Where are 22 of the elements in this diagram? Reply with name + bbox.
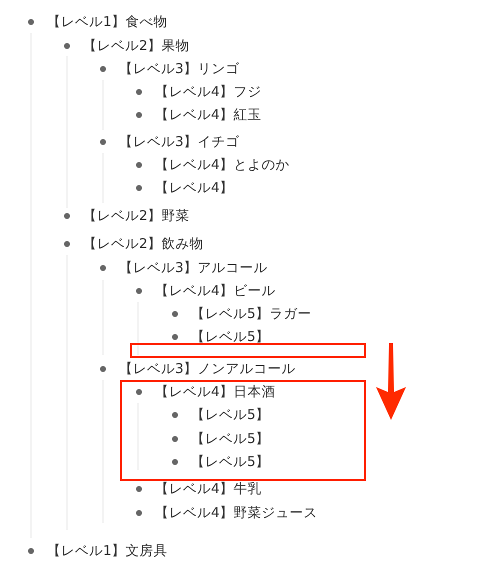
list-item-text: 【レベル4】紅玉 bbox=[155, 106, 262, 124]
list-item-text: 【レベル5】 bbox=[191, 406, 270, 424]
list-item-text: 【レベル4】とよのか bbox=[155, 156, 290, 174]
list-item-text: 【レベル4】日本酒 bbox=[155, 383, 276, 401]
list-item-text: 【レベル3】リンゴ bbox=[119, 60, 240, 78]
list-item-text: 【レベル4】フジ bbox=[155, 83, 262, 101]
list-item-text: 【レベル4】牛乳 bbox=[155, 480, 262, 498]
list-item-text: 【レベル5】 bbox=[191, 453, 270, 471]
list-item-text: 【レベル5】ラガー bbox=[191, 305, 312, 323]
list-item-text: 【レベル1】食べ物 bbox=[47, 13, 168, 31]
list-item-text: 【レベル2】野菜 bbox=[83, 207, 190, 225]
list-item-text: 【レベル4】 bbox=[155, 179, 234, 197]
list-item-text: 【レベル3】アルコール bbox=[119, 259, 268, 277]
list-item-text: 【レベル4】野菜ジュース bbox=[155, 504, 318, 522]
list-item-text: 【レベル4】ビール bbox=[155, 282, 276, 300]
list-item-text: 【レベル5】 bbox=[191, 430, 270, 448]
list-item-text: 【レベル3】イチゴ bbox=[119, 133, 240, 151]
list-item-text: 【レベル2】飲み物 bbox=[83, 235, 204, 253]
list-item-text: 【レベル2】果物 bbox=[83, 37, 190, 55]
list-item-text: 【レベル5】 bbox=[191, 328, 270, 346]
list-item-text: 【レベル1】文房具 bbox=[47, 542, 168, 560]
list-item-text: 【レベル3】ノンアルコール bbox=[119, 360, 296, 378]
